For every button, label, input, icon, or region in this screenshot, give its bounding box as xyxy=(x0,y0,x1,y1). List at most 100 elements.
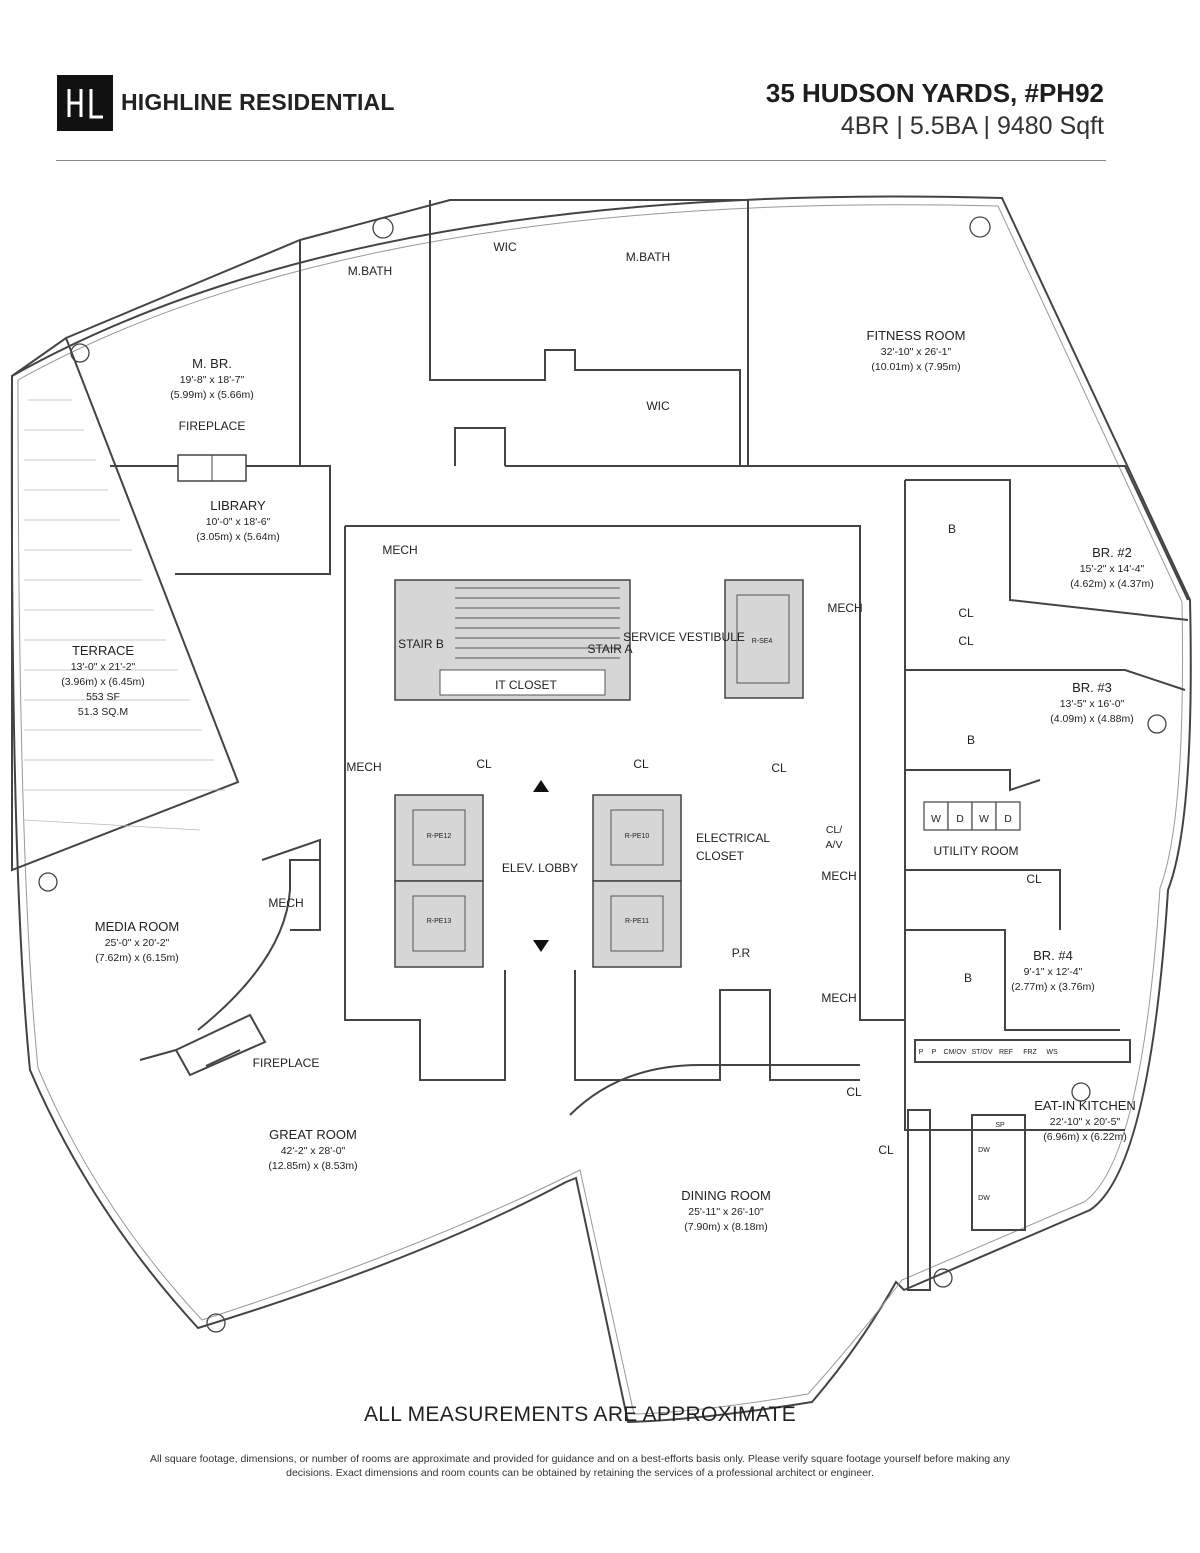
media-room-name: MEDIA ROOM xyxy=(95,919,180,934)
terrace-paving xyxy=(23,399,226,831)
hl-logo-icon xyxy=(67,89,103,119)
clav-label-2: A/V xyxy=(826,839,843,851)
appliance-1: P xyxy=(932,1049,937,1056)
brand-logo xyxy=(57,75,113,131)
powder-room-label: P.R xyxy=(732,946,751,960)
fitness-room-dim-m: (10.01m) x (7.95m) xyxy=(871,361,960,373)
mech-label-c: MECH xyxy=(346,760,381,774)
fireplace-bottom-label: FIREPLACE xyxy=(253,1056,320,1070)
appliance-2: CM/OV xyxy=(944,1049,967,1056)
kitchen-island-0: SP xyxy=(995,1122,1005,1129)
wic-mid-label: WIC xyxy=(646,399,670,413)
wall-fitness xyxy=(748,465,1189,601)
mbr-name: M. BR. xyxy=(192,356,232,371)
great-room-dim-ft: 42'-2" x 28'-0" xyxy=(281,1145,346,1157)
brand-name: HIGHLINE RESIDENTIAL xyxy=(121,89,395,115)
disclaimer: All square footage, dimensions, or numbe… xyxy=(70,1452,1090,1480)
mech-label-e: MECH xyxy=(268,896,303,910)
elevator-rpe10 xyxy=(592,794,682,882)
measurements-note: ALL MEASUREMENTS ARE APPROXIMATE xyxy=(363,1403,797,1426)
br2-name: BR. #2 xyxy=(1092,545,1132,560)
appliance-3: ST/OV xyxy=(971,1049,992,1056)
stair-b-label: STAIR B xyxy=(398,637,444,651)
disclaimer-line-1: All square footage, dimensions, or numbe… xyxy=(150,1453,1010,1465)
cl-label-e: CL xyxy=(771,761,787,775)
terrace-dim-ft: 13'-0" x 21'-2" xyxy=(71,661,136,673)
it-closet-label: IT CLOSET xyxy=(495,678,557,692)
mbr-dim-m: (5.99m) x (5.66m) xyxy=(170,389,253,401)
cl-label-f: CL xyxy=(1026,872,1042,886)
appliance-6: WS xyxy=(1046,1049,1058,1056)
terrace-dim-m: (3.96m) x (6.45m) xyxy=(61,676,144,688)
elevator-up-arrow xyxy=(533,780,549,792)
dining-arc xyxy=(569,1064,860,1116)
disclaimer-line-2: decisions. Exact dimensions and room cou… xyxy=(286,1467,874,1479)
fitness-room-dim-ft: 32'-10" x 26'-1" xyxy=(881,346,952,358)
elevator-rpe13 xyxy=(394,880,484,968)
elev-lobby-label: ELEV. LOBBY xyxy=(502,861,578,875)
dryer-1-label: D xyxy=(956,813,964,825)
cl-label-d: CL xyxy=(633,757,649,771)
kitchen-island-2: DW xyxy=(978,1195,990,1202)
rpe10-label: R-PE10 xyxy=(625,833,650,840)
listing-specs: 4BR | 5.5BA | 9480 Sqft xyxy=(840,112,1104,140)
electrical-label-1: ELECTRICAL xyxy=(696,831,770,845)
listing-address: 35 HUDSON YARDS, #PH92 xyxy=(765,78,1104,108)
appliance-5: FRZ xyxy=(1023,1049,1037,1056)
kitchen-counter xyxy=(914,1039,1131,1063)
eat-in-kitchen-dim-m: (6.96m) x (6.22m) xyxy=(1043,1131,1126,1143)
br4-dim-ft: 9'-1" x 12'-4" xyxy=(1024,966,1083,978)
br3-dim-ft: 13'-5" x 16'-0" xyxy=(1060,698,1125,710)
fireplace-top-label: FIREPLACE xyxy=(179,419,246,433)
rpe13-label: R-PE13 xyxy=(427,918,452,925)
elevator-rse4 xyxy=(724,579,804,699)
service-vestibule-label: SERVICE VESTIBULE xyxy=(623,630,745,644)
mbath-left-label: M.BATH xyxy=(348,264,392,278)
wall-core xyxy=(345,525,905,1021)
wic-top-label: WIC xyxy=(493,240,517,254)
terrace-sf: 553 SF xyxy=(86,691,120,703)
dining-room-name: DINING ROOM xyxy=(681,1188,771,1203)
cl-label-c: CL xyxy=(476,757,492,771)
bath-br3-label: B xyxy=(967,733,975,747)
terrace-sqm: 51.3 SQ.M xyxy=(78,706,128,718)
eat-in-kitchen-dim-ft: 22'-10" x 20'-5" xyxy=(1050,1116,1121,1128)
rpe12-label: R-PE12 xyxy=(427,833,452,840)
washer-1-label: W xyxy=(931,813,941,825)
bath-br4-label: B xyxy=(964,971,972,985)
mbr-dim-ft: 19'-8" x 18'-7" xyxy=(180,374,245,386)
header-divider xyxy=(56,160,1106,161)
cl-label-g: CL xyxy=(846,1085,862,1099)
stair-a-label: STAIR A xyxy=(587,642,632,656)
br3-name: BR. #3 xyxy=(1072,680,1112,695)
br2-dim-ft: 15'-2" x 14'-4" xyxy=(1080,563,1145,575)
library-dim-ft: 10'-0" x 18'-6" xyxy=(206,516,271,528)
appliance-0: P xyxy=(919,1049,924,1056)
outer-wall xyxy=(10,195,1192,1424)
washer-2-label: W xyxy=(979,813,989,825)
mech-label-d: MECH xyxy=(821,869,856,883)
cl-label-h: CL xyxy=(878,1143,894,1157)
br4-name: BR. #4 xyxy=(1033,948,1073,963)
cl-label-b: CL xyxy=(958,634,974,648)
terrace-name: TERRACE xyxy=(72,643,134,658)
library-dim-m: (3.05m) x (5.64m) xyxy=(196,531,279,543)
electrical-label-2: CLOSET xyxy=(696,849,745,863)
wall-bedrooms xyxy=(904,480,1125,1131)
kitchen-island-1: DW xyxy=(978,1147,990,1154)
great-room-dim-m: (12.85m) x (8.53m) xyxy=(268,1160,357,1172)
rpe11-label: R-PE11 xyxy=(625,918,649,925)
cl-label-a: CL xyxy=(958,606,974,620)
appliance-4: REF xyxy=(999,1049,1013,1056)
utility-room-label: UTILITY ROOM xyxy=(933,844,1018,858)
mbath-right-label: M.BATH xyxy=(626,250,670,264)
mech-label-f: MECH xyxy=(821,991,856,1005)
fitness-room-name: FITNESS ROOM xyxy=(867,328,966,343)
mech-label-b: MECH xyxy=(827,601,862,615)
media-room-dim-m: (7.62m) x (6.15m) xyxy=(95,952,178,964)
terrace-outline xyxy=(11,336,240,872)
elevator-rpe11 xyxy=(592,880,682,968)
dining-room-dim-ft: 25'-11" x 26'-10" xyxy=(688,1206,764,1218)
br3-dim-m: (4.09m) x (4.88m) xyxy=(1050,713,1133,725)
outer-wall-inner xyxy=(17,204,1184,1415)
